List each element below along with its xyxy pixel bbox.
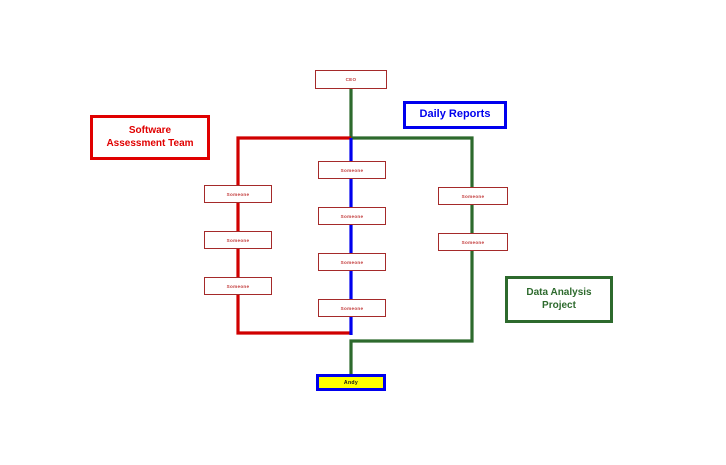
callout-daily-line1: Daily Reports xyxy=(419,108,491,121)
callout-daily-text: Daily Reports xyxy=(420,108,491,122)
node-left-2-label: Someone xyxy=(226,237,250,243)
node-center-2-label: Someone xyxy=(340,213,364,219)
callout-data-text: Data Analysis Project xyxy=(526,287,591,312)
node-left-1-label: Someone xyxy=(226,191,250,197)
callout-data-line1: Data Analysis xyxy=(526,287,592,298)
callout-software-line2: Assessment Team xyxy=(106,137,194,149)
callout-daily-reports[interactable]: Daily Reports xyxy=(403,101,507,129)
node-center-3-label: Someone xyxy=(340,259,364,265)
green-path-ceo-to-right-branch xyxy=(349,89,474,374)
node-center-1[interactable]: Someone xyxy=(318,161,386,179)
node-left-1[interactable]: Someone xyxy=(204,185,272,203)
node-left-3-label: Someone xyxy=(226,283,250,289)
node-right-1-label: Someone xyxy=(461,193,485,199)
callout-data-analysis-project[interactable]: Data Analysis Project xyxy=(505,276,613,323)
callout-software-line1: Software xyxy=(128,125,172,136)
node-right-2-label: Someone xyxy=(461,239,485,245)
node-center-1-label: Someone xyxy=(340,167,364,173)
node-center-3[interactable]: Someone xyxy=(318,253,386,271)
node-left-2[interactable]: Someone xyxy=(204,231,272,249)
node-center-4-label: Someone xyxy=(340,305,364,311)
callout-data-line2: Project xyxy=(542,299,576,311)
node-andy-label: Andy xyxy=(343,379,359,386)
node-ceo-label: CEO xyxy=(345,77,357,82)
node-andy[interactable]: Andy xyxy=(316,374,386,391)
node-left-3[interactable]: Someone xyxy=(204,277,272,295)
node-right-1[interactable]: Someone xyxy=(438,187,508,205)
callout-software-text: Software Assessment Team xyxy=(106,125,193,150)
callout-software-assessment-team[interactable]: Software Assessment Team xyxy=(90,115,210,160)
node-center-4[interactable]: Someone xyxy=(318,299,386,317)
node-right-2[interactable]: Someone xyxy=(438,233,508,251)
node-center-2[interactable]: Someone xyxy=(318,207,386,225)
node-ceo[interactable]: CEO xyxy=(315,70,387,89)
